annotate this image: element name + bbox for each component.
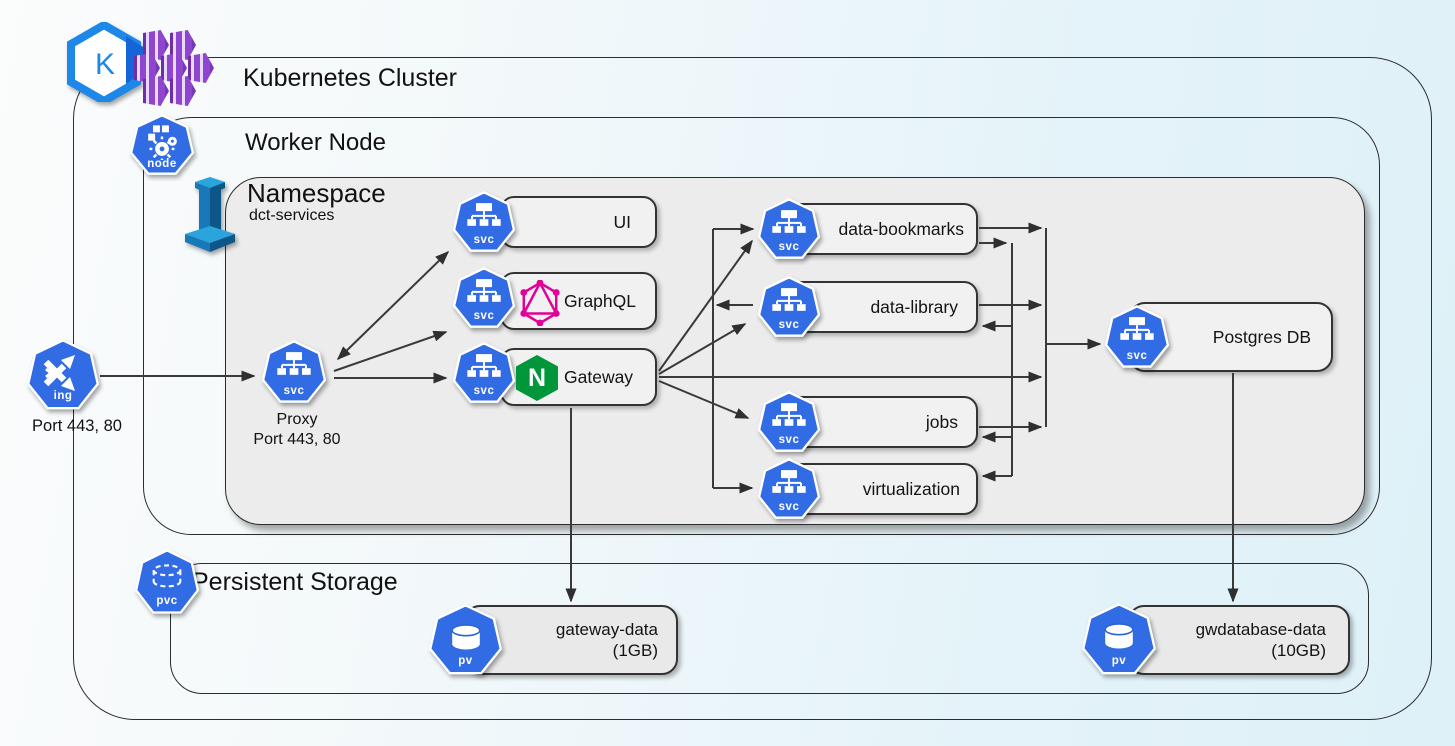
kubernetes-logo-icon: K (66, 20, 148, 106)
jobs-svc-icon: svc (757, 391, 821, 455)
ingress-caption: Port 443, 80 (32, 417, 122, 435)
jobs-service-label: jobs (925, 411, 958, 432)
gwdatabase-data-volume-label: gwdatabase-data (1195, 620, 1326, 639)
storage-title: Persistent Storage (192, 568, 398, 596)
gwdatabase-data-volume-box: gwdatabase-data (10GB) (1128, 605, 1350, 675)
pvc-icon: pvc (134, 549, 200, 617)
postgres-service-label: Postgres DB (1212, 326, 1311, 347)
pvc-badge: pvc (156, 595, 178, 608)
worker-node-title: Worker Node (245, 129, 386, 156)
node-icon: node (129, 114, 195, 178)
gateway-data-volume-box: gateway-data (1GB) (464, 605, 678, 675)
gateway-data-volume-label: gateway-data (555, 620, 658, 639)
svc-badge: svc (283, 385, 305, 398)
worker-node-box (143, 117, 1380, 535)
proxy-caption: Proxy Port 443, 80 (232, 410, 362, 450)
svc-badge: svc (473, 385, 495, 398)
namespace-title: Namespace (247, 178, 386, 208)
arrow-gateway-to-data-library (658, 323, 747, 375)
ingress-icon: ing (26, 339, 100, 413)
persistent-storage-box (170, 563, 1369, 694)
nginx-letter: N (527, 363, 547, 392)
graphql-logo-icon (519, 279, 561, 331)
virtualization-service-box: virtualization (788, 463, 978, 515)
pv-badge: pv (1111, 655, 1127, 668)
namespace-building-icon (179, 176, 241, 260)
data-library-service-box: data-library (788, 281, 978, 333)
pv-icon-gateway-data: pv (428, 604, 503, 678)
gateway-data-volume-size: (1GB) (612, 641, 658, 660)
gateway-svc-icon: svc (452, 342, 516, 406)
svg-text:K: K (95, 48, 115, 81)
postgres-svc-icon: svc (1104, 305, 1170, 371)
data-bookmarks-service-label: data-bookmarks (838, 218, 964, 239)
arrow-gateway-to-jobs (658, 380, 750, 419)
virtualization-service-label: virtualization (862, 478, 960, 499)
pv-icon-gwdatabase-data: pv (1081, 603, 1157, 678)
data-library-service-label: data-library (870, 296, 958, 317)
pv-badge: pv (458, 655, 473, 668)
svc-badge: svc (778, 501, 800, 514)
svc-badge: svc (473, 310, 495, 323)
virtualization-svc-icon: svc (757, 458, 821, 522)
proxy-svc-icon: svc (261, 340, 327, 406)
gateway-service-label: Gateway (564, 366, 634, 387)
svc-badge: svc (778, 241, 800, 254)
graphql-service-box: GraphQL (500, 272, 657, 330)
proxy-name: Proxy (276, 411, 318, 428)
node-badge: node (147, 158, 177, 171)
ingress-badge: ing (53, 390, 73, 403)
proxy-ports: Port 443, 80 (253, 431, 341, 448)
gwdatabase-data-volume-size: (10GB) (1271, 641, 1326, 660)
data-bookmarks-service-box: data-bookmarks (788, 203, 978, 255)
namespace-subtitle: dct-services (249, 207, 335, 224)
arrow-proxy-to-graphql (333, 330, 448, 372)
data-library-svc-icon: svc (757, 276, 821, 340)
arrow-proxy-ui-bidirectional (336, 250, 450, 361)
ui-service-label: UI (613, 211, 632, 232)
svc-badge: svc (1126, 350, 1148, 363)
svc-badge: svc (473, 234, 495, 247)
cluster-title: Kubernetes Cluster (243, 64, 458, 92)
graphql-svc-icon: svc (452, 267, 516, 331)
graphql-service-label: GraphQL (564, 290, 636, 311)
svc-badge: svc (778, 319, 800, 332)
arrow-gateway-to-data-bookmarks (658, 239, 753, 372)
svc-badge: svc (778, 434, 800, 447)
data-bookmarks-svc-icon: svc (757, 198, 821, 262)
ui-svc-icon: svc (452, 191, 516, 255)
